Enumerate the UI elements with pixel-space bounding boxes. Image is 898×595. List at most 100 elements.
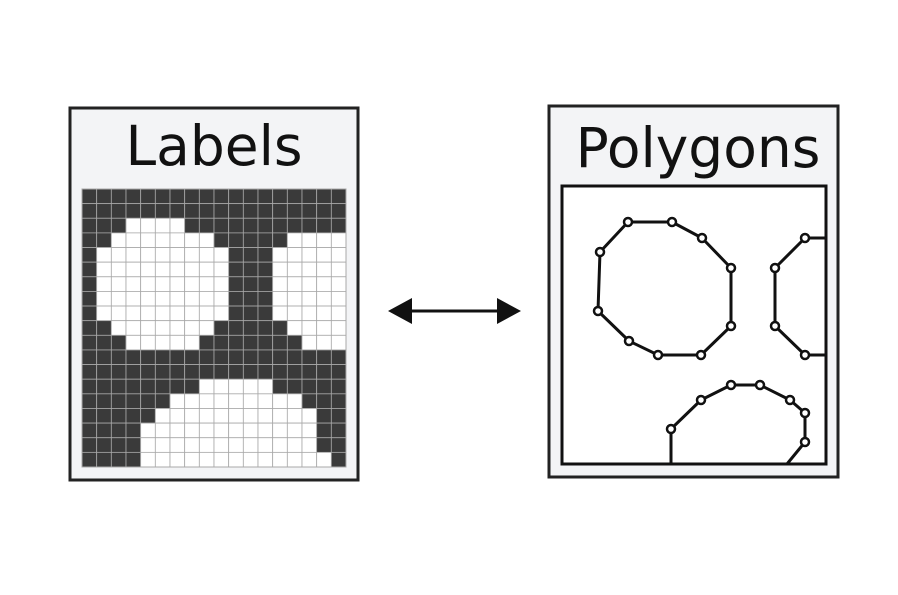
- grid-cell: [110, 451, 127, 468]
- grid-cell: [242, 451, 259, 468]
- polygons-canvas: [560, 184, 828, 466]
- grid-cell: [198, 291, 215, 307]
- grid-cell: [96, 188, 112, 205]
- grid-cell: [242, 422, 259, 439]
- polygon-vertex: [594, 246, 606, 258]
- grid-cell: [316, 203, 332, 219]
- grid-cell: [198, 393, 215, 409]
- grid-cell: [257, 305, 274, 322]
- grid-cell: [316, 349, 332, 365]
- grid-cell: [330, 305, 347, 322]
- grid-cell: [110, 349, 127, 365]
- grid-cell: [198, 378, 215, 395]
- grid-cell: [257, 188, 274, 205]
- grid-cell: [272, 334, 288, 351]
- grid-cell: [316, 451, 332, 468]
- bidirectional-arrow: [388, 298, 521, 324]
- grid-cell: [257, 276, 274, 292]
- grid-cell: [169, 451, 186, 468]
- grid-cell: [81, 276, 98, 292]
- grid-cell: [96, 334, 112, 351]
- grid-cell: [154, 203, 171, 219]
- grid-cell: [301, 232, 318, 248]
- polygon-vertex: [592, 305, 604, 317]
- grid-cell: [228, 422, 244, 439]
- polygon-vertex: [696, 232, 708, 244]
- grid-cell: [96, 451, 112, 468]
- grid-cell: [140, 437, 156, 453]
- grid-cell: [198, 334, 215, 351]
- grid-cell: [286, 393, 303, 409]
- grid-cell: [169, 393, 186, 409]
- grid-cell: [330, 393, 347, 409]
- polygon-octagon: [592, 216, 737, 361]
- grid-cell: [81, 378, 98, 395]
- grid-cell: [257, 291, 274, 307]
- grid-cell: [301, 247, 318, 263]
- grid-cell: [125, 188, 142, 205]
- polygon-vertex: [622, 216, 634, 228]
- grid-cell: [286, 291, 303, 307]
- grid-cell: [330, 422, 347, 439]
- grid-cell: [228, 393, 244, 409]
- grid-cell: [125, 203, 142, 219]
- grid-cell: [125, 276, 142, 292]
- grid-cell: [257, 349, 274, 365]
- grid-cell: [330, 451, 347, 468]
- grid-cell: [228, 247, 244, 263]
- grid-cell: [110, 203, 127, 219]
- label-grid: [81, 188, 347, 468]
- grid-cell: [330, 408, 347, 424]
- grid-cell: [81, 334, 98, 351]
- grid-cell: [140, 422, 156, 439]
- grid-cell: [301, 203, 318, 219]
- grid-cell: [272, 261, 288, 278]
- grid-cell: [228, 188, 244, 205]
- grid-cell: [330, 276, 347, 292]
- grid-cell: [110, 320, 127, 336]
- grid-cell: [228, 232, 244, 248]
- grid-cell: [330, 291, 347, 307]
- grid-cell: [184, 334, 200, 351]
- polygon-vertex: [725, 320, 737, 332]
- grid-cell: [96, 217, 112, 234]
- grid-cell: [257, 261, 274, 278]
- grid-cell: [154, 320, 171, 336]
- grid-cell: [316, 305, 332, 322]
- grid-cell: [286, 261, 303, 278]
- grid-cell: [272, 451, 288, 468]
- grid-cell: [198, 217, 215, 234]
- grid-cell: [140, 334, 156, 351]
- grid-cell: [154, 334, 171, 351]
- grid-cell: [140, 320, 156, 336]
- grid-cell: [286, 232, 303, 248]
- grid-cell: [154, 305, 171, 322]
- grid-cell: [330, 437, 347, 453]
- grid-cell: [286, 349, 303, 365]
- grid-cell: [81, 291, 98, 307]
- grid-cell: [110, 276, 127, 292]
- grid-cell: [198, 261, 215, 278]
- grid-cell: [330, 247, 347, 263]
- grid-cell: [184, 408, 200, 424]
- grid-cell: [257, 320, 274, 336]
- grid-cell: [242, 188, 259, 205]
- grid-cell: [184, 349, 200, 365]
- grid-cell: [184, 364, 200, 380]
- grid-cell: [184, 437, 200, 453]
- grid-cell: [316, 232, 332, 248]
- grid-cell: [316, 334, 332, 351]
- grid-cell: [169, 364, 186, 380]
- grid-cell: [140, 408, 156, 424]
- grid-cell: [169, 334, 186, 351]
- grid-cell: [330, 378, 347, 395]
- grid-cell: [81, 422, 98, 439]
- grid-cell: [257, 437, 274, 453]
- grid-cell: [169, 217, 186, 234]
- grid-cell: [286, 203, 303, 219]
- grid-cell: [125, 334, 142, 351]
- grid-cell: [110, 217, 127, 234]
- grid-cell: [301, 305, 318, 322]
- grid-cell: [272, 305, 288, 322]
- grid-cell: [169, 422, 186, 439]
